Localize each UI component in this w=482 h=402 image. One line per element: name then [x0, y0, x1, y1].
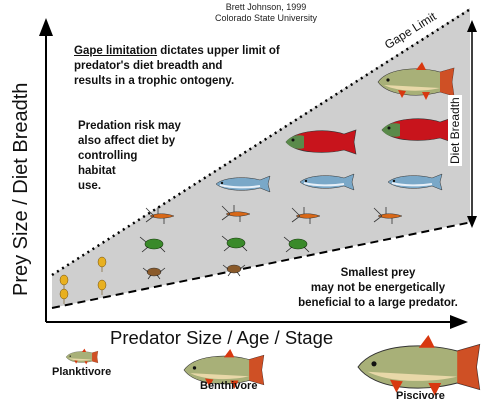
piscivore-fish-icon — [358, 335, 480, 396]
credit-author: Brett Johnson, 1999 — [186, 2, 346, 13]
credit-block: Brett Johnson, 1999 Colorado State Unive… — [186, 2, 346, 24]
predation-note-line: Predation risk may — [78, 119, 181, 134]
gape-note-line2: predator's diet breadth and — [74, 59, 280, 74]
gape-limitation-note: Gape limitation dictates upper limit of … — [74, 44, 280, 89]
gape-limitation-term: Gape limitation — [74, 45, 157, 57]
predation-note-line: habitat — [78, 164, 181, 179]
smallest-note-line: beneficial to a large predator. — [290, 296, 466, 311]
predation-note-line: also affect diet by — [78, 134, 181, 149]
planktivore-fish-icon — [66, 349, 98, 365]
x-axis-label: Predator Size / Age / Stage — [110, 327, 333, 349]
guild-label-planktivore: Planktivore — [52, 366, 111, 378]
diet-breadth-label: Diet Breadth — [448, 95, 462, 166]
smallest-note-line: may not be energetically — [290, 281, 466, 296]
y-axis-label: Prey Size / Diet Breadth — [10, 83, 33, 296]
smallest-prey-note: Smallest prey may not be energetically b… — [290, 266, 466, 311]
guild-label-piscivore: Piscivore — [396, 390, 445, 402]
predation-note-line: use. — [78, 179, 181, 194]
smallest-note-line: Smallest prey — [290, 266, 466, 281]
x-axis-arrowhead — [450, 315, 468, 329]
gape-note-line3: results in a trophic ontogeny. — [74, 74, 280, 89]
predation-risk-note: Predation risk may also affect diet by c… — [78, 119, 181, 194]
guild-label-benthivore: Benthivore — [200, 380, 257, 392]
y-axis-arrowhead — [39, 18, 53, 36]
gape-note-line1-rest: dictates upper limit of — [157, 45, 280, 57]
credit-institution: Colorado State University — [186, 13, 346, 24]
predation-note-line: controlling — [78, 149, 181, 164]
